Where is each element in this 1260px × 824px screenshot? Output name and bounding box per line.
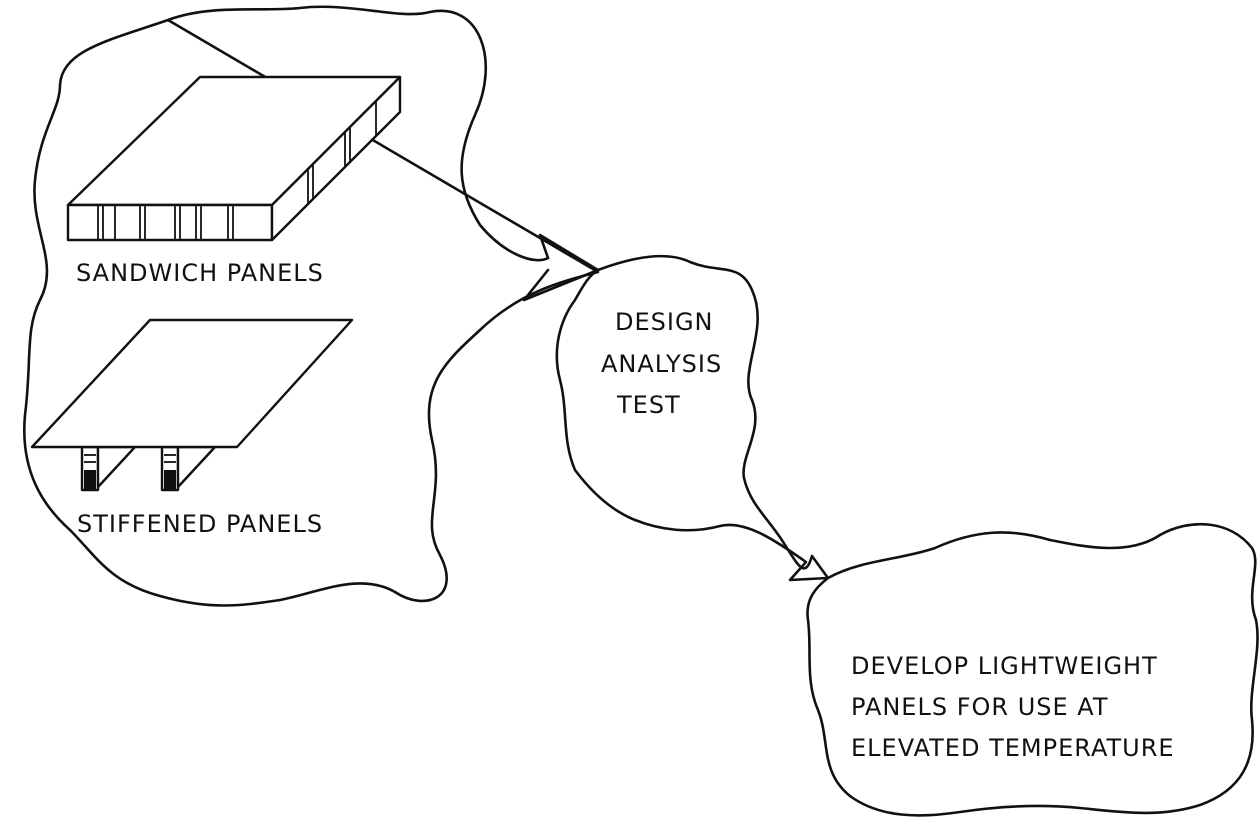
goal-cloud	[806, 522, 1259, 817]
process-line-analysis: ANALYSIS	[601, 350, 722, 378]
stiffened-panel-skin	[30, 318, 354, 449]
process-line-test: TEST	[616, 391, 681, 419]
stiffener-2-web	[176, 445, 217, 489]
panels-cloud	[23, 5, 600, 607]
arrow-to-process-head	[522, 233, 600, 302]
stiffener-2-flange	[164, 470, 176, 490]
stiffener-1-flange	[84, 470, 96, 490]
sandwich-panels-label: SANDWICH PANELS	[76, 259, 324, 287]
stiffened-panels-label: STIFFENED PANELS	[77, 510, 323, 538]
goal-line-3: ELEVATED TEMPERATURE	[851, 734, 1175, 762]
sandwich-panel-core-cells	[97, 101, 377, 240]
sandwich-panel-drawing	[66, 75, 402, 242]
goal-cloud-outline	[806, 522, 1259, 817]
process-cloud-outline	[555, 254, 830, 582]
sandwich-panel-side	[270, 75, 402, 242]
process-line-design: DESIGN	[615, 308, 714, 336]
arrow-to-process	[522, 233, 600, 302]
panels-cloud-outline	[23, 5, 600, 607]
stiffener-1-web	[96, 445, 137, 489]
goal-line-2: PANELS FOR USE AT	[851, 693, 1109, 721]
goal-line-1: DEVELOP LIGHTWEIGHT	[851, 652, 1158, 680]
stiffened-panel-drawing	[30, 318, 354, 492]
process-cloud	[555, 254, 830, 582]
